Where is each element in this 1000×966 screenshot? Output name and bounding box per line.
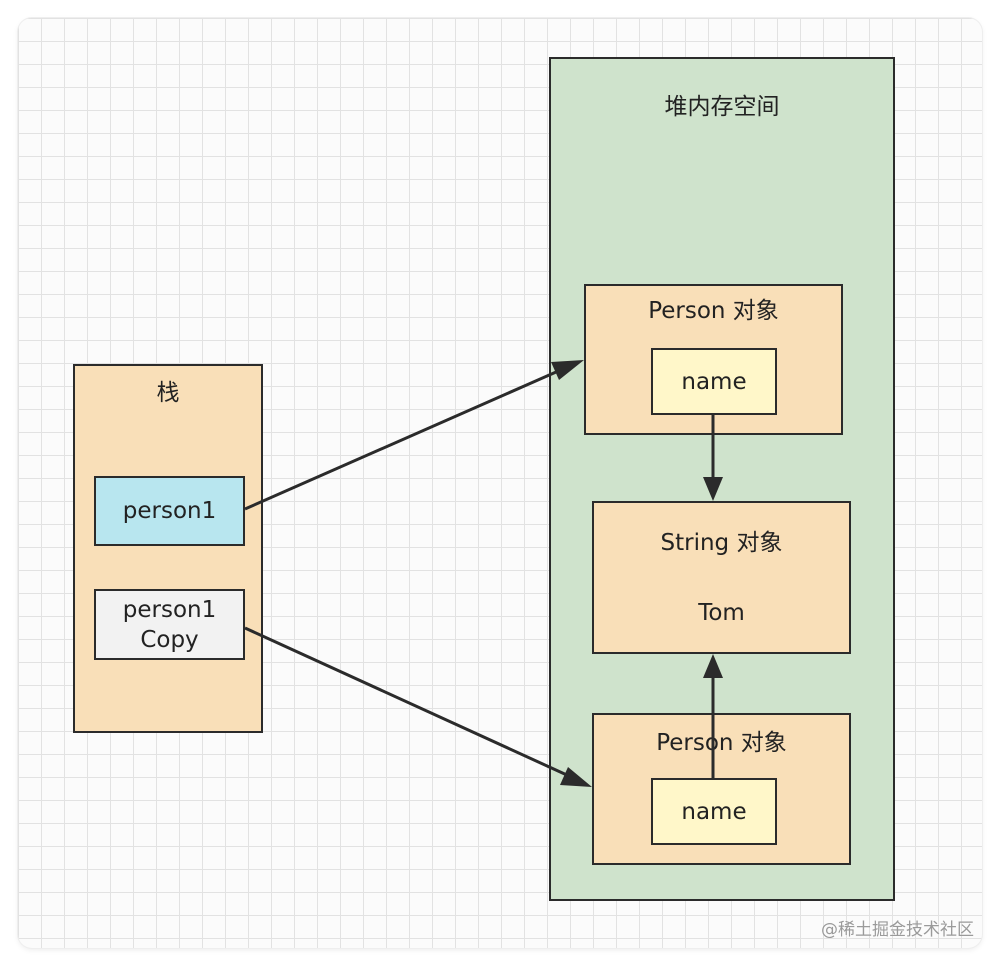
stack-frame: 栈: [73, 364, 263, 733]
person-object-2-name-field: name: [651, 778, 777, 845]
stack-ref-person1: person1: [94, 476, 245, 546]
person-object-1-name-field: name: [651, 348, 777, 415]
stack-ref-person1-label: person1: [122, 498, 217, 524]
person-object-1-name-label: name: [681, 368, 747, 395]
watermark: @稀土掘金技术社区: [821, 920, 974, 940]
string-object-value: Tom: [698, 600, 745, 626]
person-object-2-name-label: name: [681, 798, 747, 825]
stack-ref-person1-copy: person1 Copy: [94, 589, 245, 660]
person-object-2: Person 对象: [592, 713, 851, 865]
string-object-title: String 对象: [660, 530, 783, 556]
stack-title: 栈: [156, 380, 180, 406]
heap-space-title: 堆内存空间: [664, 94, 780, 120]
stack-ref-person1-copy-line2: Copy: [140, 626, 199, 653]
string-object: String 对象 Tom: [592, 501, 851, 654]
person-object-2-title: Person 对象: [656, 730, 787, 756]
stack-ref-person1-copy-line1: person1: [122, 596, 217, 623]
person-object-1-title: Person 对象: [648, 298, 779, 324]
